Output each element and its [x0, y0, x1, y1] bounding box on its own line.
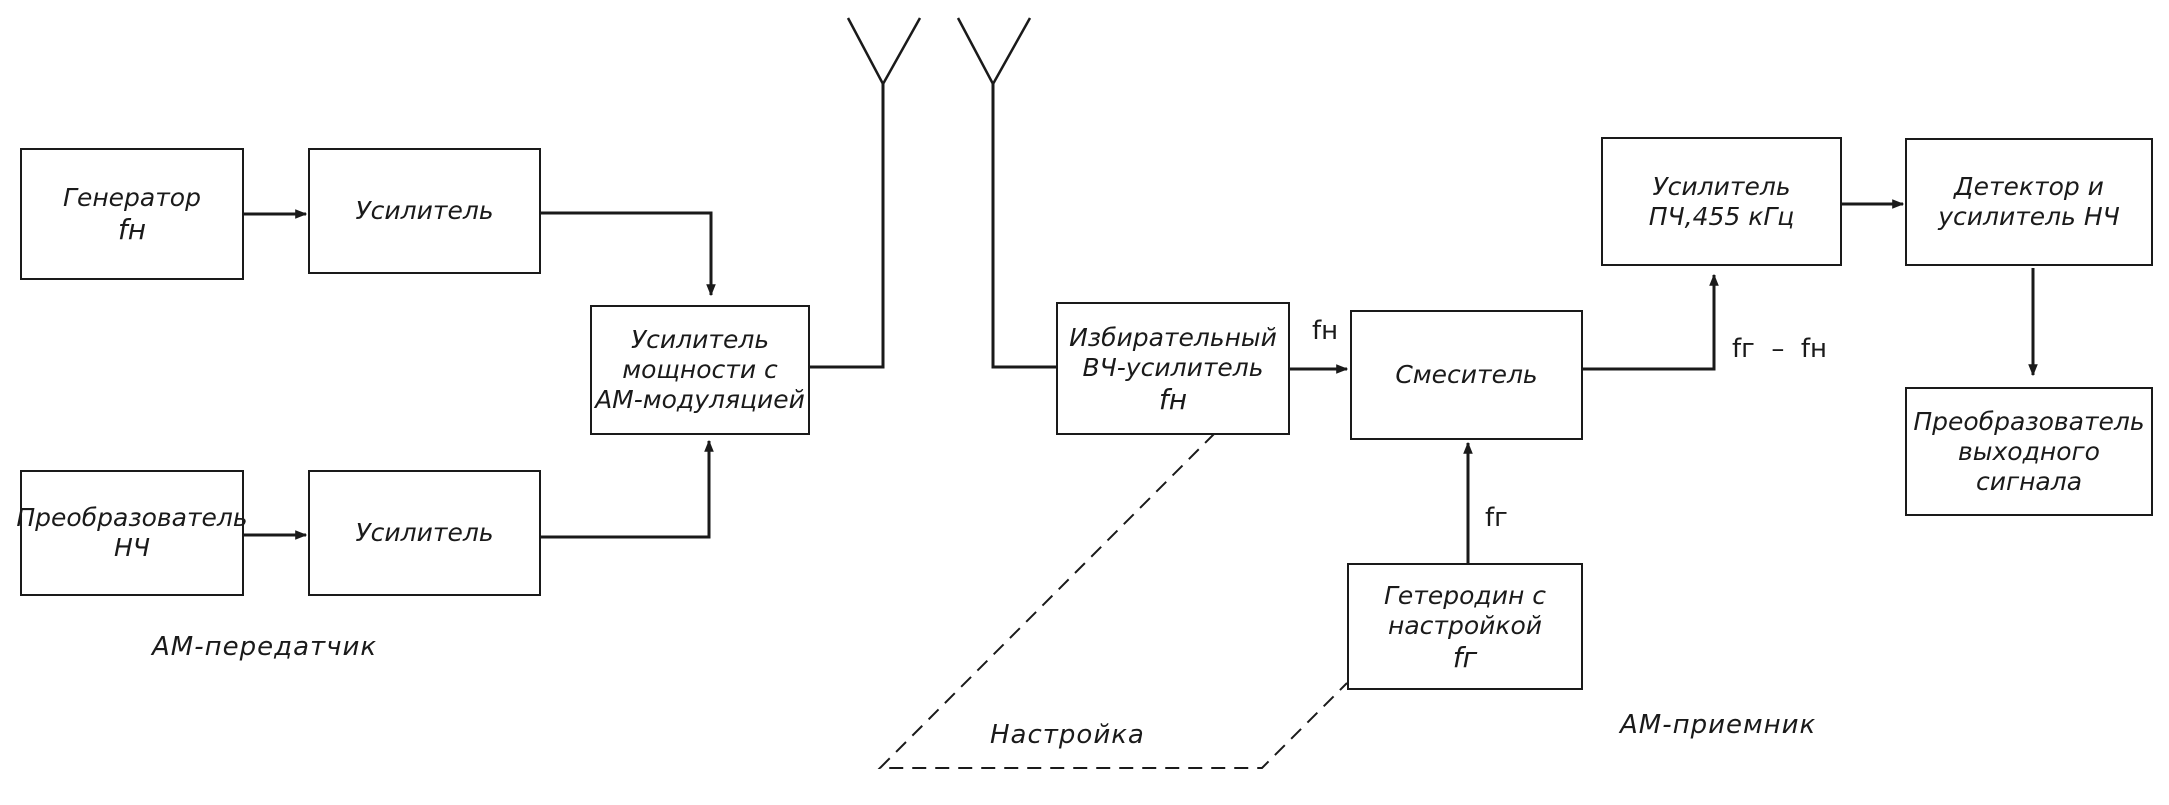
if-amplifier-label-2: ПЧ,455 кГц: [1648, 201, 1795, 231]
mixer-block: Смеситель: [1350, 310, 1583, 440]
output-converter-label-2: выходного: [1958, 436, 2100, 466]
arrow-amp2-to-poweramp: [541, 439, 714, 539]
rf-amplifier-frequency: fн: [1158, 382, 1188, 416]
if-amplifier-label-1: Усилитель: [1652, 171, 1791, 201]
rx-antenna-feed: [991, 84, 1056, 369]
output-converter-block: Преобразователь выходного сигнала: [1905, 387, 2153, 516]
transmitter-caption: АМ-передатчик: [152, 632, 378, 662]
power-amplifier-label-2: мощности с: [622, 355, 778, 384]
if-amplifier-block: Усилитель ПЧ,455 кГц: [1601, 137, 1842, 266]
generator-label: Генератор: [63, 183, 201, 212]
tuning-label: Настройка: [990, 720, 1145, 750]
amplifier-1-label: Усилитель: [355, 196, 494, 225]
signal-if-label: fг – fн: [1732, 334, 1828, 364]
signal-fn-label: fн: [1312, 316, 1339, 346]
rf-amplifier-block: Избирательный ВЧ-усилитель fн: [1056, 302, 1290, 435]
power-amplifier-block: Усилитель мощности с АМ-модуляцией: [590, 305, 810, 435]
power-amplifier-label-3: АМ-модуляцией: [595, 385, 805, 414]
signal-fg-label: fг: [1485, 503, 1508, 533]
oscillator-frequency: fг: [1452, 640, 1478, 674]
lf-converter-label-2: НЧ: [114, 533, 150, 562]
receiver-caption: АМ-приемник: [1620, 710, 1817, 740]
generator-block: Генератор fн: [20, 148, 244, 280]
lf-converter-label-1: Преобразователь: [16, 503, 248, 532]
arrow-mixer-to-ifamp: [1583, 273, 1719, 371]
oscillator-block: Гетеродин с настройкой fг: [1347, 563, 1583, 690]
arrow-amp1-to-poweramp: [541, 211, 716, 297]
rf-amplifier-label-1: Избирательный: [1069, 322, 1277, 352]
output-converter-label-3: сигнала: [1975, 466, 2083, 496]
mixer-label: Смеситель: [1395, 360, 1538, 389]
tuning-dashed-link: [877, 432, 1348, 769]
amplifier-1-block: Усилитель: [308, 148, 541, 274]
detector-label-2: усилитель НЧ: [1938, 202, 2120, 231]
output-converter-label-1: Преобразователь: [1913, 406, 2145, 436]
generator-frequency: fн: [117, 213, 147, 246]
oscillator-label-1: Гетеродин с: [1384, 580, 1546, 610]
tx-antenna-feed: [810, 84, 885, 369]
rx-antenna: [956, 17, 1032, 87]
oscillator-label-2: настройкой: [1387, 610, 1543, 640]
detector-block: Детектор и усилитель НЧ: [1905, 138, 2153, 266]
power-amplifier-label-1: Усилитель: [630, 325, 770, 354]
tx-antenna: [846, 17, 922, 87]
rf-amplifier-label-2: ВЧ-усилитель: [1082, 352, 1264, 382]
amplifier-2-label: Усилитель: [355, 518, 494, 547]
detector-label-1: Детектор и: [1954, 172, 2104, 201]
lf-converter-block: Преобразователь НЧ: [16, 470, 248, 596]
amplifier-2-block: Усилитель: [308, 470, 541, 596]
